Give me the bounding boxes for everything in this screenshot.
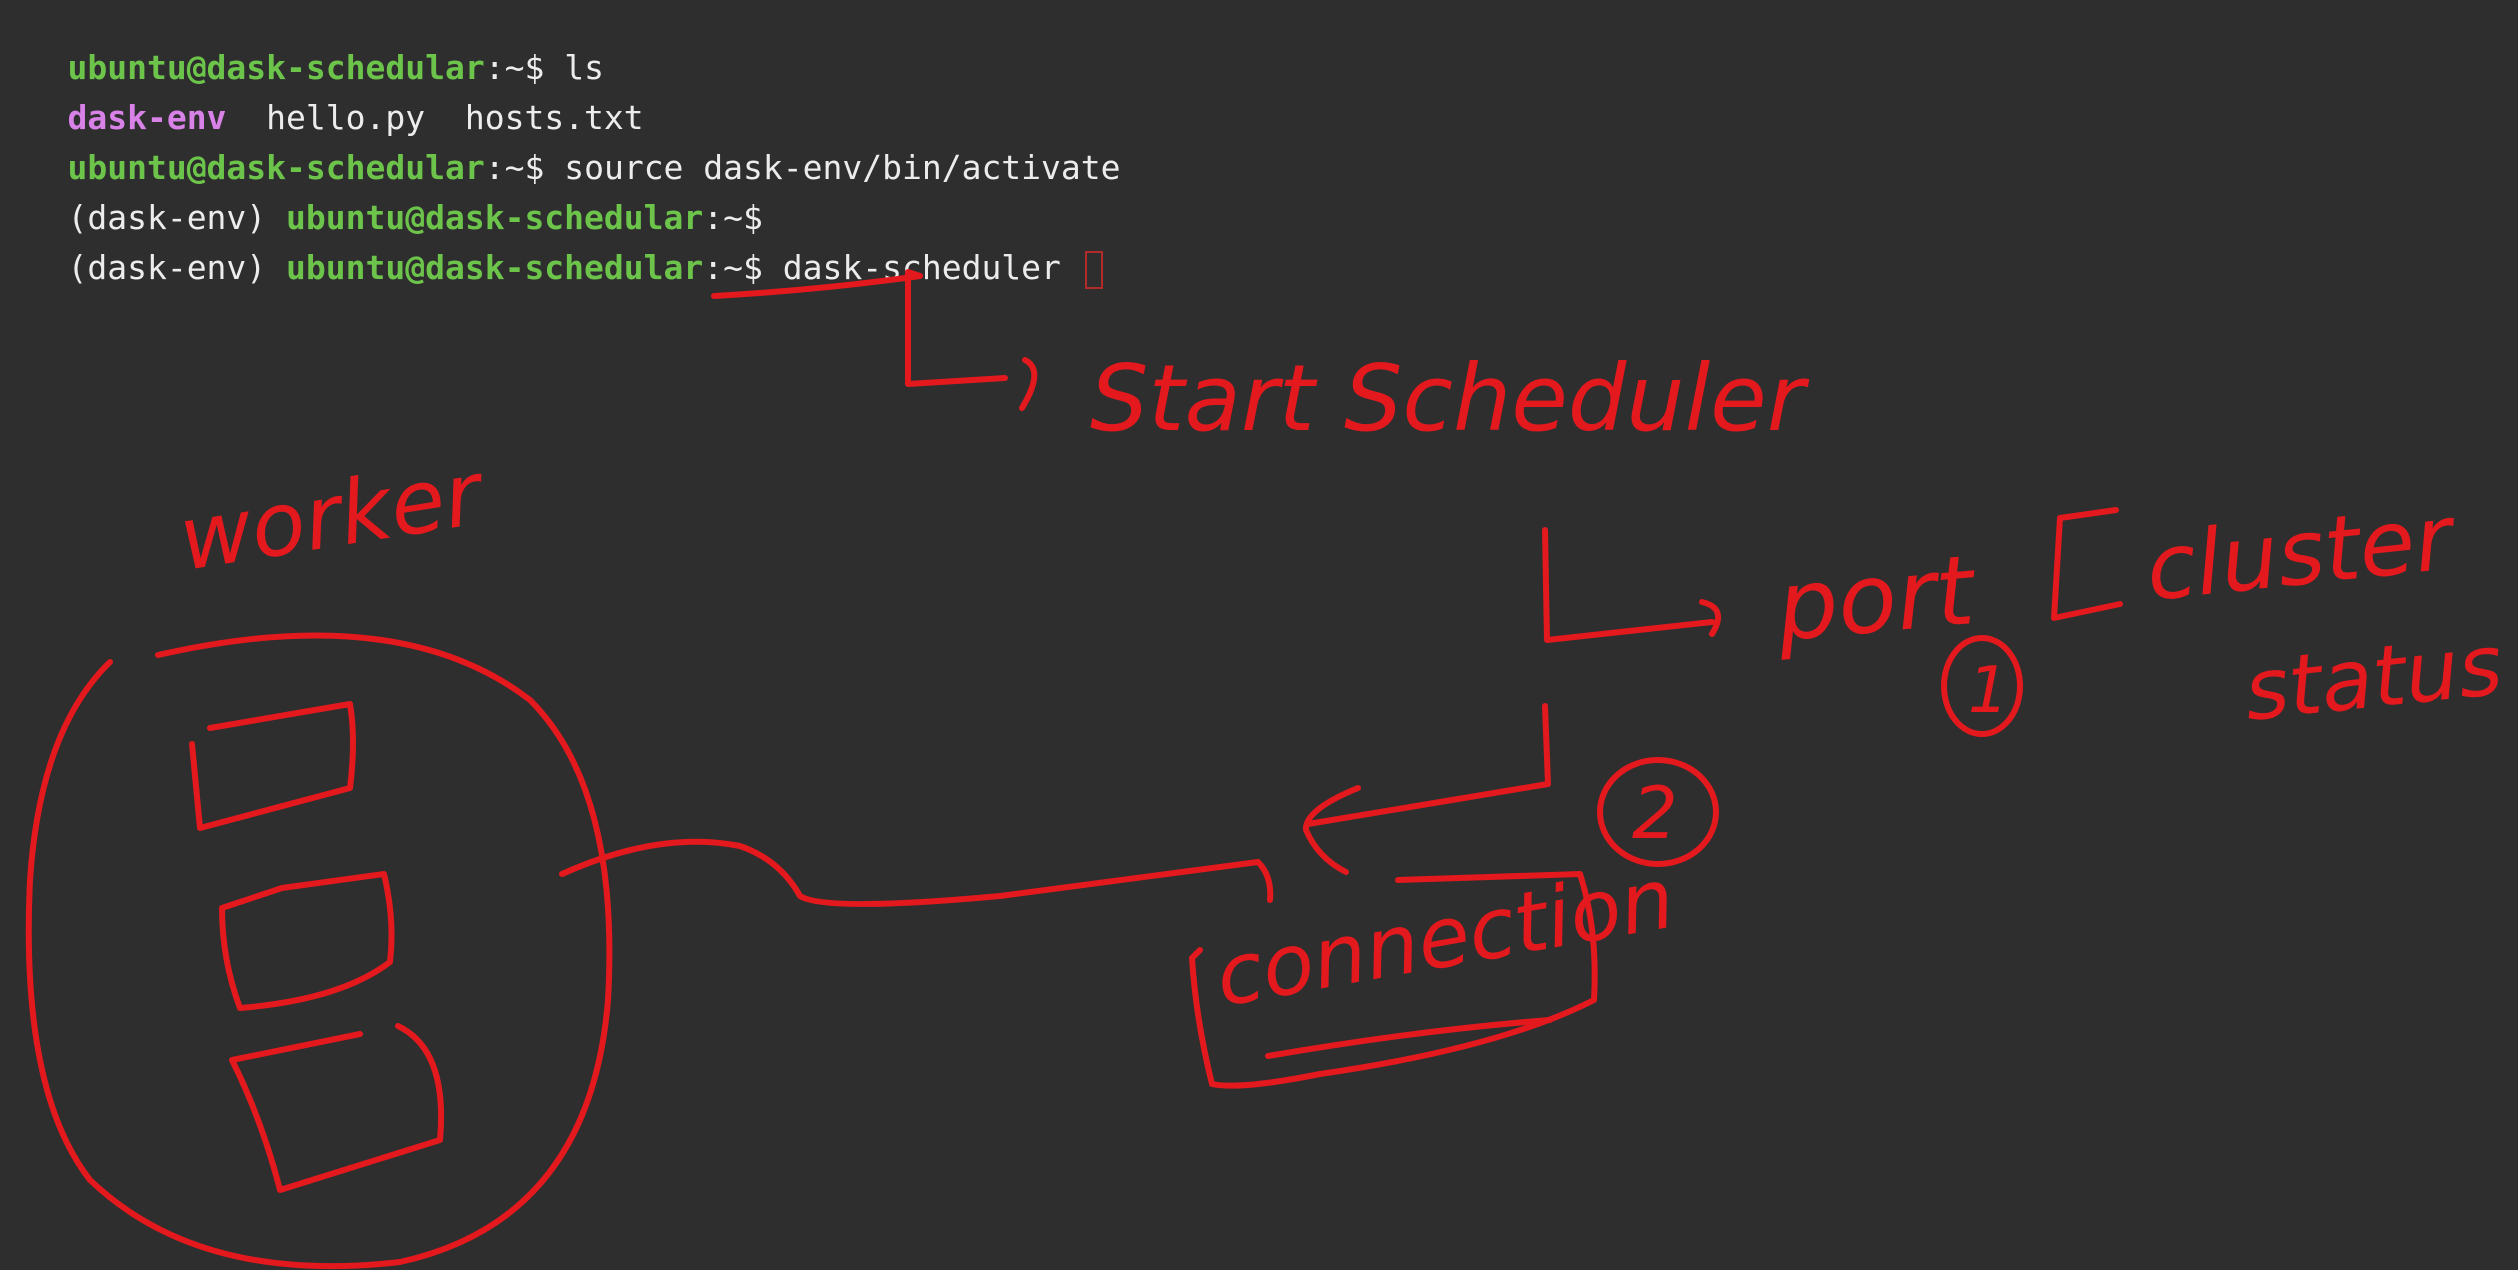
prompt-symbol: $ — [524, 48, 565, 87]
prompt-symbol: $ — [524, 148, 565, 187]
terminal-line-3: ubuntu@dask-schedular:~$ source dask-env… — [0, 108, 1120, 187]
terminal-line-2: dask-env hello.py hosts.txt — [0, 58, 643, 137]
file-entries: hello.py hosts.txt — [226, 98, 644, 137]
path-separator: :~ — [484, 48, 525, 87]
terminal-line-5[interactable]: (dask-env) ubuntu@dask-schedular:~$ dask… — [0, 208, 1103, 289]
directory-entry: dask-env — [67, 98, 227, 137]
prompt-symbol: $ — [743, 248, 783, 287]
text-cursor — [1084, 250, 1103, 289]
terminal-line-4: (dask-env) ubuntu@dask-schedular:~$ — [0, 158, 762, 237]
path-separator: :~ — [703, 198, 744, 237]
path-separator: :~ — [703, 248, 744, 287]
user-host: ubuntu@dask-schedular — [286, 248, 704, 287]
terminal-line-1: ubuntu@dask-schedular:~$ ls — [0, 8, 603, 87]
virtualenv-indicator: (dask-env) — [67, 198, 287, 237]
command-text: source dask-env/bin/activate — [564, 148, 1121, 187]
user-host: ubuntu@dask-schedular — [67, 148, 485, 187]
user-host: ubuntu@dask-schedular — [286, 198, 704, 237]
command-input[interactable]: dask-scheduler — [782, 248, 1081, 287]
virtualenv-indicator: (dask-env) — [67, 248, 287, 287]
path-separator: :~ — [484, 148, 525, 187]
user-host: ubuntu@dask-schedular — [67, 48, 485, 87]
command-text: ls — [564, 48, 604, 87]
prompt-symbol: $ — [743, 198, 763, 237]
